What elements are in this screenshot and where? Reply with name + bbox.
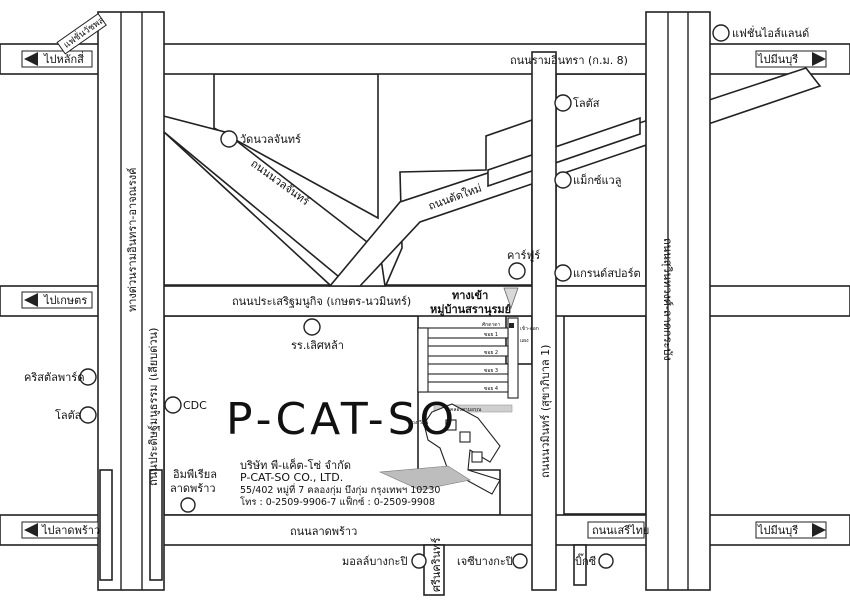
landmark-fashion-island: แฟชั่นไอส์แลนด์ [712,24,809,42]
label-left-expressway: ทางด่วนรามอินทรา-อาจณรงค์ [126,168,139,312]
landmark-mall: มอลล์บางกะปิ [342,553,427,569]
landmark-makro: แม็กซ์แวลู [554,171,621,189]
svg-text:มอลล์บางกะปิ: มอลล์บางกะปิ [342,555,407,568]
road-nawamin [531,51,557,591]
company-logo: P-CAT-SO [226,394,458,445]
svg-text:วัดนวลจันทร์: วัดนวลจันทร์ [240,133,301,146]
location-pointer-icon [378,465,471,491]
svg-text:แกรนด์สปอร์ต: แกรนด์สปอร์ต [573,267,641,280]
landmark-wat: วัดนวลจันทร์ [220,130,301,148]
village-soi2: ซอย 2 [484,350,498,356]
village-soi3: ซอย 3 [484,368,498,374]
village-canal: คลองสามอรุณ [450,407,482,413]
entrance-line1: ทางเข้า [452,289,488,302]
road-small-right [573,544,587,586]
company-phone: โทร : 0-2509-9906-7 แฟ็กซ์ : 0-2509-9908 [240,495,435,508]
landmark-lotus-left: โลตัส [55,406,97,424]
label-prasert: ถนนประเสริฐมนูกิจ (เกษตร-นวมินทร์) [232,295,411,308]
label-left-vertical: ถนนประดิษฐ์มนูธรรม (เลียบด่วน) [147,328,160,486]
landmark-cdc: CDC [164,396,207,414]
village-soi4: ซอย 4 [484,386,498,392]
arrow-kaset: ไปเกษตร [21,291,93,309]
arrow-laksi: ไปหลักสี่ [21,50,93,68]
svg-text:โลตัส: โลตัส [573,96,600,110]
svg-text:แฟชั่นไอส์แลนด์: แฟชั่นไอส์แลนด์ [732,25,809,40]
label-nawamin: ถนนนวมินทร์ (สุขาภิบาล 1) [539,345,552,478]
company-address: 55/402 หมู่ที่ 7 คลองกุ่ม บึงกุ่ม กรุงเท… [240,483,440,496]
block-right-of-nawamin [563,315,647,515]
road-srinakarin [423,544,445,596]
landmark-imperial: อิมพีเรียล ลาดพร้าว [170,468,217,513]
svg-text:แม็กซ์แวลู: แม็กซ์แวลู [573,173,621,187]
arrow-ladprao: ไปลาดพร้าว [21,521,100,539]
svg-text:ลาดพร้าว: ลาดพร้าว [170,482,216,495]
company-name-en: P-CAT-SO CO., LTD. [240,471,343,484]
svg-text:โลตัส: โลตัส [55,408,82,422]
landmark-jusco: เจซีบางกะปิ [457,553,528,569]
landmark-big-c: บิ๊กซี [575,553,614,569]
label-right-vertical: ถนนสุวินทวงศ์-ลาดกระบัง [661,238,674,361]
svg-text:CDC: CDC [183,399,207,412]
road-right-vertical [645,11,711,591]
label-ram-intra: ถนนรามอินทรา (ก.ม. 8) [510,54,628,67]
village-plan: ศักดาดา ซอย 1 ซอย 2 ซอย 3 ซอย 4 คลองสามอ… [412,317,539,495]
svg-text:คาร์ฟูร์: คาร์ฟูร์ [507,249,540,262]
svg-text:ไปเกษตร: ไปเกษตร [43,294,87,307]
road-small-left [99,469,113,581]
svg-text:เจซีบางกะปิ: เจซีบางกะปิ [457,555,513,568]
arrow-minburi-bottom: ไปมีนบุรี [755,521,827,539]
village-soi-entrance: ศักดาดา [482,322,501,328]
arrow-minburi-top: ไปมีนบุรี [755,50,827,68]
entrance-pointer-icon [503,287,519,310]
village-roundabout: วงเวียน [412,419,429,426]
svg-text:ไปมีนบุรี: ไปมีนบุรี [757,524,798,537]
entrance-line2: หมู่บ้านสรานุรมย์ [430,303,511,317]
village-soi1: ซอย 1 [484,332,498,338]
svg-text:คริสตัลพาร์ค: คริสตัลพาร์ค [24,371,85,384]
landmark-lotus-top: โลตัส [554,94,600,112]
company-name-th: บริษัท พี-แค็ต-โซ่ จำกัด [240,458,351,472]
landmark-school: รร.เลิศหล้า [291,318,344,352]
svg-text:อิมพีเรียล: อิมพีเรียล [173,468,217,481]
landmark-carrefour: คาร์ฟูร์ [507,249,540,280]
svg-text:รร.เลิศหล้า: รร.เลิศหล้า [291,339,344,352]
landmark-grand-sport: แกรนด์สปอร์ต [554,264,641,282]
road-small-left-2 [149,469,163,581]
svg-text:ไปมีนบุรี: ไปมีนบุรี [757,53,798,66]
village-side-label2: แผง [520,338,529,344]
svg-text:ไปลาดพร้าว: ไปลาดพร้าว [41,524,100,537]
road-new-stub [487,116,641,188]
village-side-label: เข้า-ออก [520,325,539,332]
label-ladprao: ถนนลาดพร้าว [290,525,357,538]
label-serithai: ถนนเสรีไทย [592,524,649,537]
svg-text:ไปหลักสี่: ไปหลักสี่ [43,51,84,66]
svg-text:บิ๊กซี: บิ๊กซี [575,553,597,568]
label-srinakarin: ศรีนครินทร์ [430,538,443,592]
landmark-crystal: คริสตัลพาร์ค [24,368,97,386]
